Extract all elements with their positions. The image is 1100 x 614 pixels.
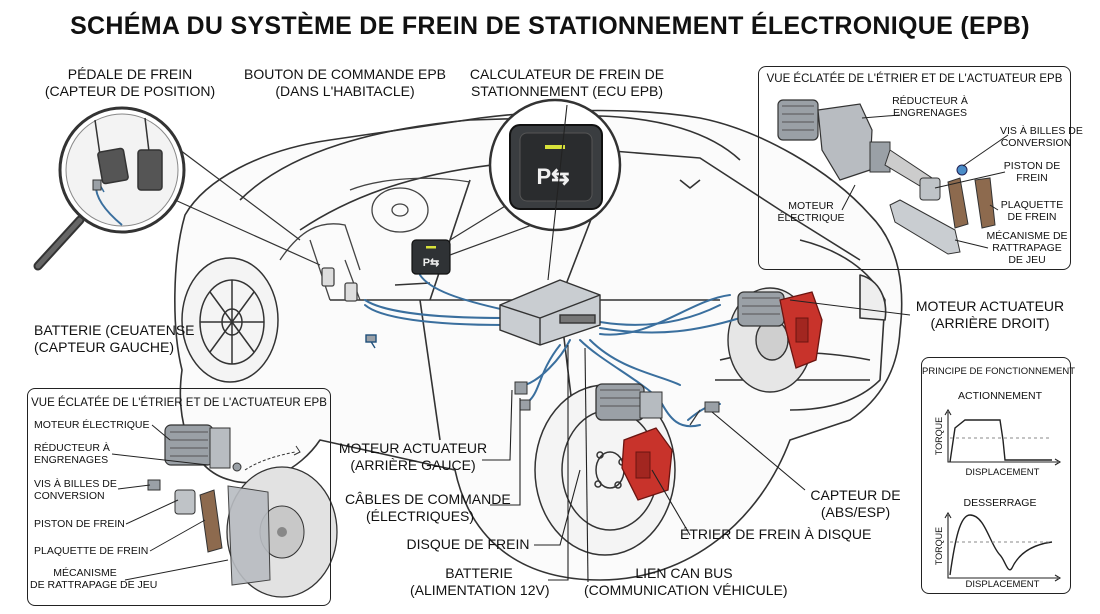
left-label-mecanisme: MÉCANISME DE RATTRAPAGE DE JEU [30, 567, 158, 591]
label-moteur-gauche-line2: (ARRIÈRE GAUCE) [350, 457, 476, 473]
label-calculateur: CALCULATEUR DE FREIN DE STATIONNEMENT (E… [462, 66, 672, 100]
rear-right-actuator [737, 291, 823, 369]
label-batterie-line1: BATTERIE [445, 565, 513, 581]
right-label-vis-line1: VIS À BILLES DE [1000, 125, 1083, 137]
left-label-mecanisme-line2: DE RATTRAPAGE DE JEU [30, 579, 158, 591]
right-label-reducteur-line1: RÉDUCTEUR À [892, 95, 968, 107]
right-label-mecanisme: MÉCANISME DE RATTRAPAGE DE JEU [986, 230, 1068, 266]
right-label-vis: VIS À BILLES DE CONVERSION [1000, 125, 1083, 149]
left-label-reducteur-line2: ENGRENAGES [34, 454, 109, 466]
left-panel-title: VUE ÉCLATÉE DE L'ÉTRIER ET DE L'ACTUATEU… [31, 397, 327, 409]
right-exploded-illustration [777, 99, 996, 255]
label-batterie-line2: (ALIMENTATION 12V) [410, 582, 550, 598]
label-moteur-droit-line2: (ARRIÈRE DROIT) [930, 315, 1050, 331]
right-label-moteur-line2: ÉLECTRIQUE [777, 212, 845, 224]
label-can: LIEN CAN BUS (COMMUNICATION VÉHICULE) [584, 565, 788, 599]
right-label-piston-line1: PISTON DE [1003, 160, 1061, 172]
principle-chart2-title: DESSERRAGE [963, 497, 1037, 509]
left-label-vis-line1: VIS À BILLES DE [34, 478, 117, 490]
right-label-moteur-line1: MOTEUR [788, 200, 834, 212]
diagram-title: SCHÉMA DU SYSTÈME DE FREIN DE STATIONNEM… [70, 12, 1030, 40]
right-label-piston-line2: FREIN [1016, 172, 1048, 184]
principle-chart1-ylabel: TORQUE [934, 416, 944, 456]
label-batterie-gauche-line1: BATTERIE (CEUATENSE [34, 322, 195, 338]
left-label-reducteur-line1: RÉDUCTEUR À [34, 442, 110, 454]
label-etrier: ÉTRIER DE FREIN À DISQUE [680, 526, 872, 542]
svg-text:P⇆: P⇆ [536, 164, 569, 189]
label-can-line2: (COMMUNICATION VÉHICULE) [584, 582, 788, 598]
left-label-vis: VIS À BILLES DE CONVERSION [34, 478, 117, 502]
label-batterie: BATTERIE (ALIMENTATION 12V) [410, 565, 550, 599]
left-label-plaquette: PLAQUETTE DE FREIN [34, 545, 149, 557]
label-capteur-abs-line2: (ABS/ESP) [820, 504, 891, 520]
label-cables: CÂBLES DE COMMANDE (ÉLECTRIQUES) [345, 491, 511, 525]
left-label-reducteur: RÉDUCTEUR À ENGRENAGES [34, 442, 110, 466]
label-calculateur-line1: CALCULATEUR DE FREIN DE [469, 66, 665, 82]
label-disque: DISQUE DE FREIN [406, 536, 530, 552]
svg-text:P⇆: P⇆ [423, 257, 440, 269]
right-label-piston: PISTON DE FREIN [1000, 160, 1064, 184]
label-pedale: PÉDALE DE FREIN (CAPTEUR DE POSITION) [40, 66, 220, 100]
ecu-box [499, 279, 601, 346]
label-cables-line1: CÂBLES DE COMMANDE [345, 491, 511, 507]
label-moteur-droit: MOTEUR ACTUATEUR (ARRIÈRE DROIT) [900, 298, 1080, 332]
right-label-reducteur-line2: ENGRENAGES [892, 107, 968, 119]
left-label-mecanisme-line1: MÉCANISME [53, 567, 117, 579]
label-capteur-abs-line1: CAPTEUR DE [810, 487, 901, 503]
label-calculateur-line2: STATIONNEMENT (ECU EPB) [470, 83, 664, 99]
left-label-piston: PISTON DE FREIN [34, 518, 125, 530]
label-bouton-line1: BOUTON DE COMMANDE EPB [244, 66, 446, 82]
right-label-plaquette-line1: PLAQUETTE [1000, 199, 1064, 211]
exploded-view-panel-left [27, 388, 331, 606]
principle-chart1-xlabel: DISPLACEMENT [965, 467, 1040, 478]
right-label-mecanisme-line1: MÉCANISME DE [986, 230, 1068, 242]
label-batterie-gauche-line2: (CAPTEUR GAUCHE) [34, 339, 175, 355]
right-label-moteur: MOTEUR ÉLECTRIQUE [766, 200, 856, 224]
label-capteur-abs: CAPTEUR DE (ABS/ESP) [798, 487, 913, 521]
principle-title: PRINCIPE DE FONCTIONNEMENT [922, 366, 1076, 377]
principle-chart2-ylabel: TORQUE [934, 526, 944, 566]
right-panel-title: VUE ÉCLATÉE DE L'ÉTRIER ET DE L'ACTUATEU… [766, 73, 1063, 85]
principle-chart2-xlabel: DISPLACEMENT [965, 579, 1040, 590]
label-batterie-gauche: BATTERIE (CEUATENSE (CAPTEUR GAUCHE) [34, 322, 195, 356]
pedal-magnifier [33, 106, 321, 271]
right-label-plaquette-line2: DE FREIN [1007, 211, 1057, 223]
principle-chart1-title: ACTIONNEMENT [958, 390, 1042, 402]
left-label-vis-line2: CONVERSION [34, 490, 105, 502]
left-exploded-illustration [111, 424, 338, 598]
label-moteur-gauche: MOTEUR ACTUATEUR (ARRIÈRE GAUCE) [338, 440, 488, 474]
right-label-vis-line2: CONVERSION [1000, 137, 1072, 149]
label-cables-line2: (ÉLECTRIQUES) [365, 508, 475, 524]
principle-charts [944, 408, 1062, 582]
epb-button-callout: P⇆ [488, 98, 622, 232]
left-label-moteur: MOTEUR ÉLECTRIQUE [34, 419, 150, 431]
right-label-mecanisme-line2: RATTRAPAGE [992, 242, 1062, 254]
label-moteur-gauche-line1: MOTEUR ACTUATEUR [338, 440, 488, 456]
label-moteur-droit-line1: MOTEUR ACTUATEUR [915, 298, 1065, 314]
principle-panel [921, 357, 1071, 594]
label-bouton-line2: (DANS L'HABITACLE) [275, 83, 415, 99]
exploded-view-panel-right [758, 66, 1071, 270]
label-pedale-line2: (CAPTEUR DE POSITION) [44, 83, 216, 99]
right-label-mecanisme-line3: DE JEU [1008, 254, 1046, 266]
label-pedale-line1: PÉDALE DE FREIN [67, 66, 193, 82]
label-bouton: BOUTON DE COMMANDE EPB (DANS L'HABITACLE… [240, 66, 450, 100]
label-can-line1: LIEN CAN BUS [635, 565, 733, 581]
right-label-reducteur: RÉDUCTEUR À ENGRENAGES [880, 95, 980, 119]
right-label-plaquette: PLAQUETTE DE FREIN [996, 199, 1068, 223]
